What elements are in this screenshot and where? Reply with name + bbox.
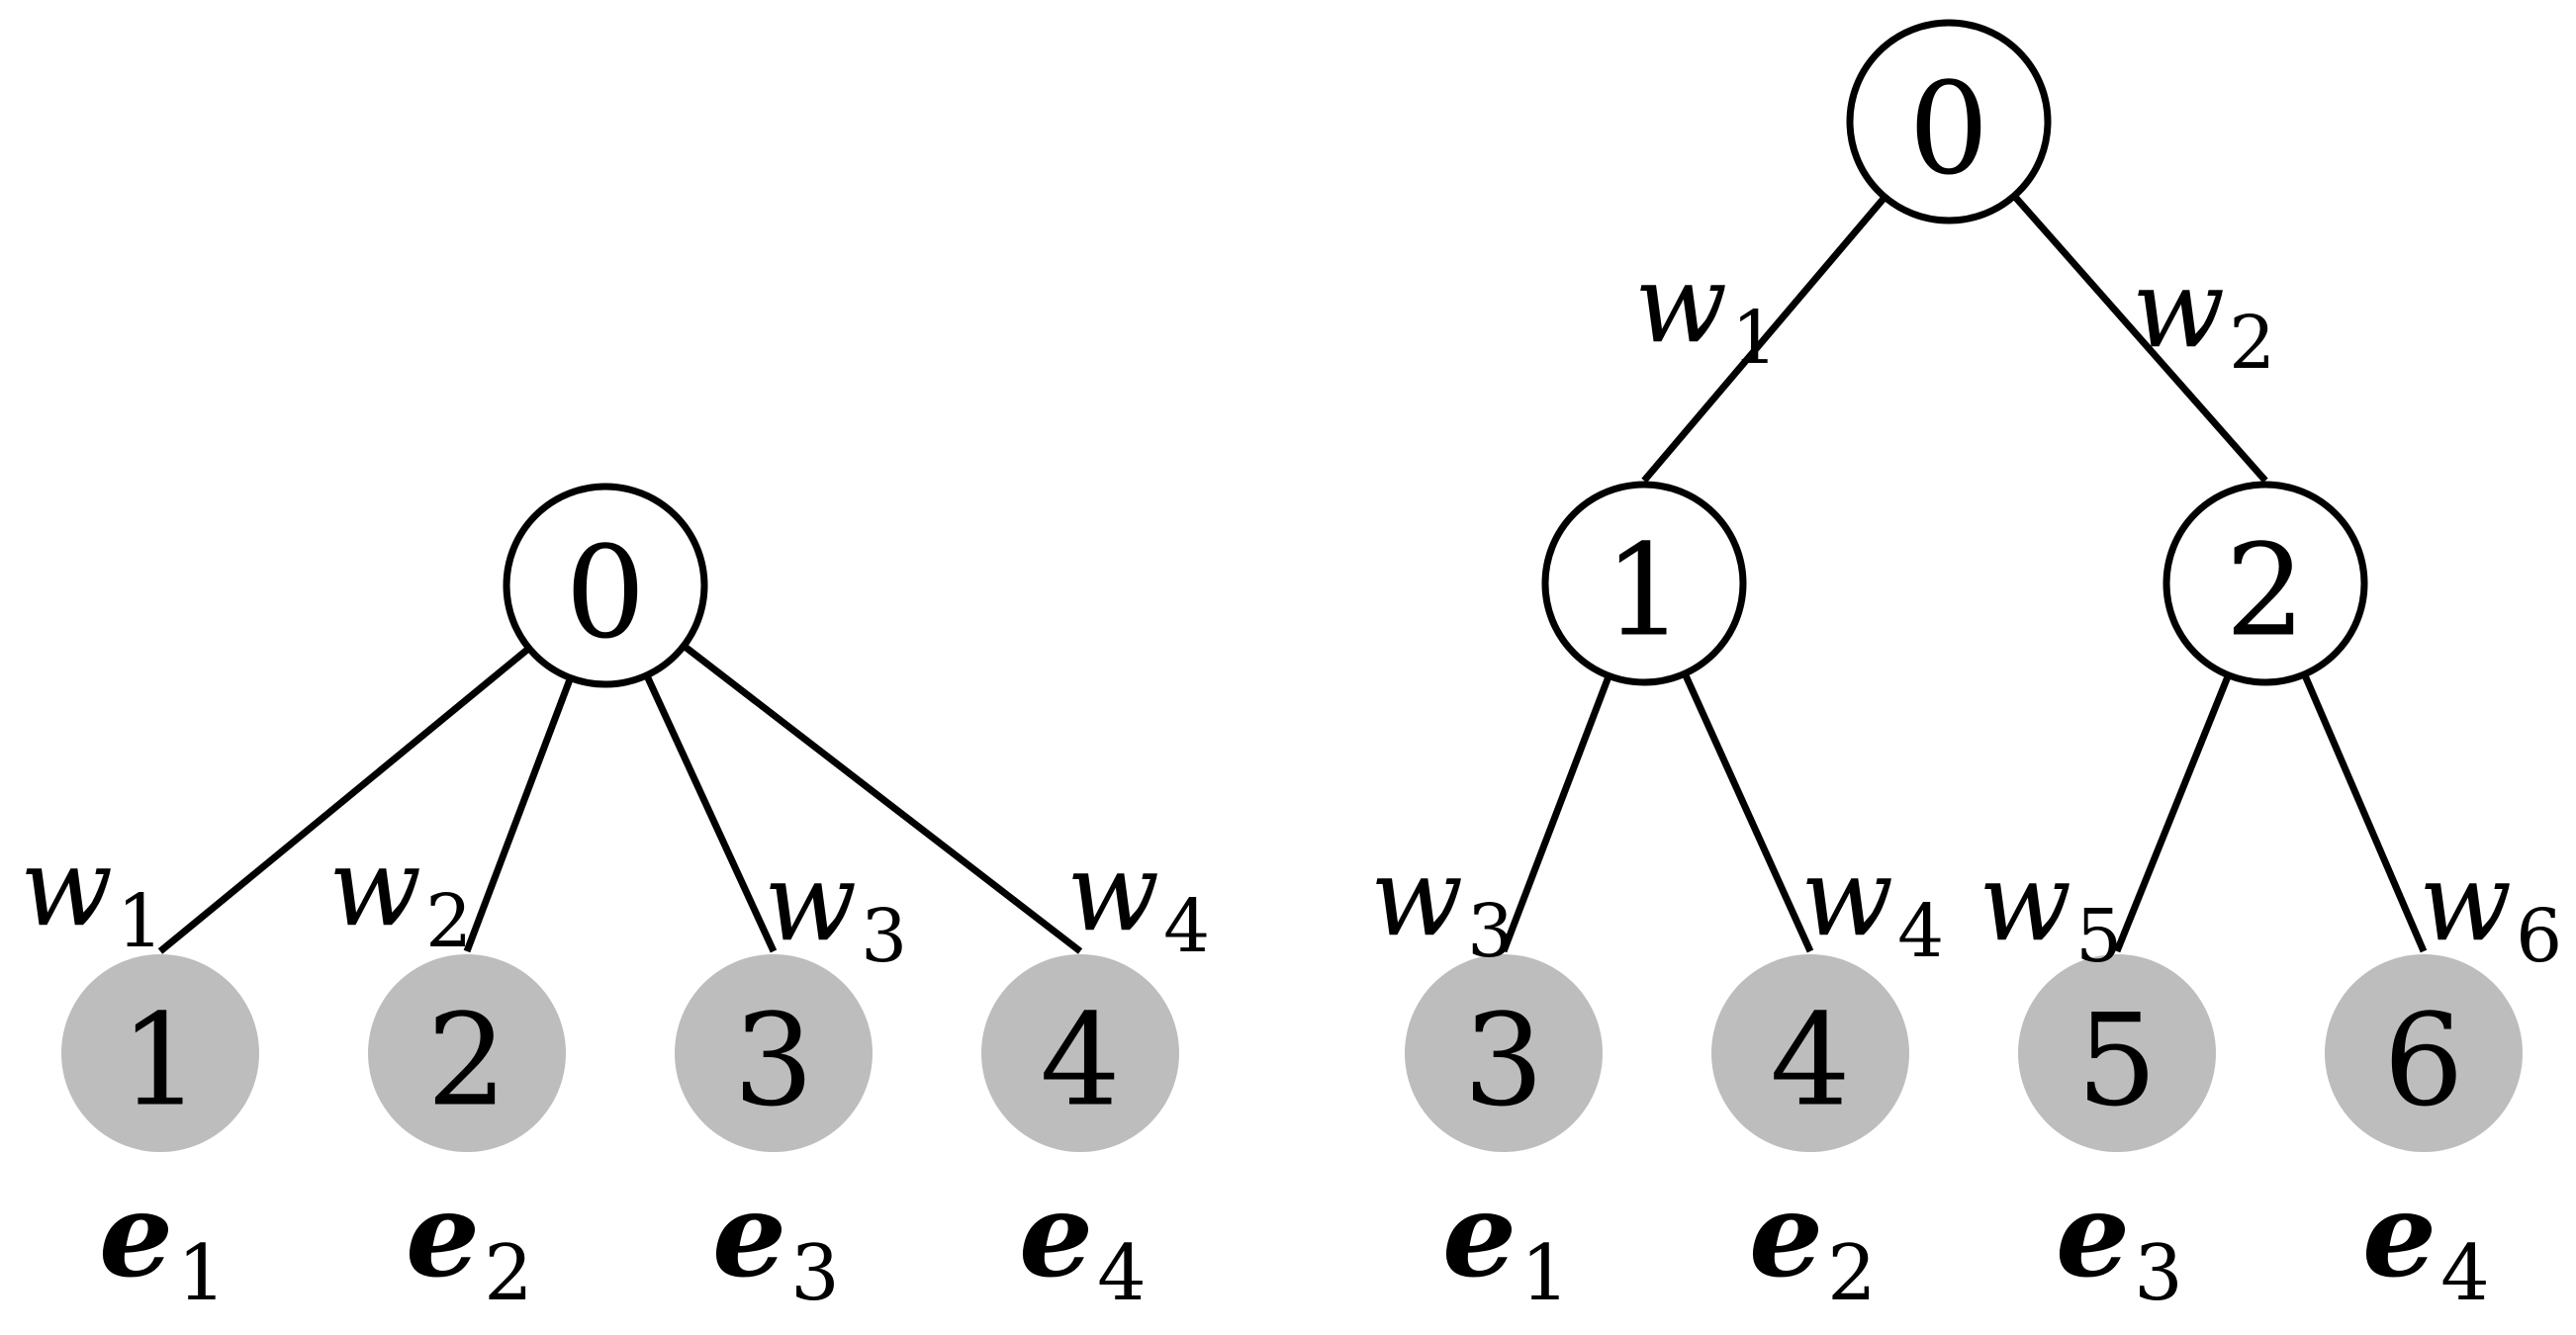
edge-0-3 [643, 673, 778, 953]
edge-0-2 [2011, 193, 2268, 484]
internal-node-2: 2 [2162, 481, 2368, 686]
node-circle [1541, 481, 1747, 686]
node-label: 3 [1463, 988, 1543, 1135]
leaf-node-1: 1 [61, 954, 259, 1152]
leaf-node-3: 3 [1405, 954, 1603, 1152]
leaf-vector-label-e2: e2 [1749, 1166, 1877, 1318]
node-circle [2162, 481, 2368, 686]
leaf-node-3: 3 [675, 954, 873, 1152]
node-label: 4 [1040, 988, 1120, 1135]
flat-tree: 0 1 2 3 4 w1 w2 w3 w4 e1 e2 e3 e4 [20, 483, 1210, 1318]
leaf-vector-label-e4: e4 [1019, 1166, 1147, 1318]
node-label: 3 [733, 988, 813, 1135]
node-circle [61, 954, 259, 1152]
leaf-vector-label-e3: e3 [2056, 1166, 2183, 1318]
leaf-node-6: 6 [2325, 954, 2523, 1152]
internal-node-0: 0 [1846, 19, 2052, 224]
node-circle [1711, 954, 1909, 1152]
leaf-vector-label-e1: e1 [1442, 1166, 1570, 1318]
node-label: 0 [565, 520, 645, 668]
weight-label-w2: w2 [328, 824, 472, 964]
node-circle [675, 954, 873, 1152]
leaf-node-2: 2 [368, 954, 566, 1152]
node-circle [2325, 954, 2523, 1152]
weight-label-w4: w4 [1066, 829, 1210, 969]
leaf-vector-label-e1: e1 [99, 1166, 227, 1318]
leaf-vector-label-e3: e3 [712, 1166, 840, 1318]
edge-1-3 [1500, 674, 1612, 953]
edge-0-1 [1641, 194, 1887, 484]
leaf-node-5: 5 [2018, 954, 2216, 1152]
edge-1-4 [1681, 671, 1814, 953]
node-label: 2 [2225, 518, 2305, 666]
internal-node-0: 0 [503, 483, 708, 688]
leaf-vector-label-e2: e2 [406, 1166, 533, 1318]
node-label: 1 [120, 988, 200, 1135]
weight-label-w4: w4 [1800, 834, 1944, 974]
leaf-node-4: 4 [981, 954, 1179, 1152]
node-label: 4 [1770, 988, 1850, 1135]
edge-0-4 [682, 643, 1083, 954]
edge-2-6 [2301, 672, 2428, 953]
leaf-node-4: 4 [1711, 954, 1909, 1152]
edge-0-1 [157, 645, 531, 954]
weight-label-w2: w2 [2132, 245, 2275, 386]
weight-label-w3: w3 [1370, 834, 1514, 974]
edge-2-5 [2113, 673, 2232, 953]
node-label: 0 [1908, 56, 1988, 204]
weight-label-w5: w5 [1978, 839, 2122, 979]
node-circle [1846, 19, 2052, 224]
node-label: 6 [2383, 988, 2463, 1135]
leaf-vector-label-e4: e4 [2362, 1166, 2490, 1318]
weight-label-w3: w3 [764, 839, 907, 979]
node-label: 1 [1604, 518, 1684, 666]
node-circle [1405, 954, 1603, 1152]
node-label: 5 [2076, 988, 2157, 1135]
internal-node-1: 1 [1541, 481, 1747, 686]
node-label: 2 [426, 988, 506, 1135]
node-circle [503, 483, 708, 688]
node-circle [2018, 954, 2216, 1152]
weight-label-w1: w1 [1634, 240, 1778, 381]
weight-label-w6: w6 [2419, 839, 2562, 979]
weight-label-w1: w1 [20, 824, 163, 964]
edge-0-2 [463, 676, 574, 953]
node-circle [981, 954, 1179, 1152]
node-circle [368, 954, 566, 1152]
